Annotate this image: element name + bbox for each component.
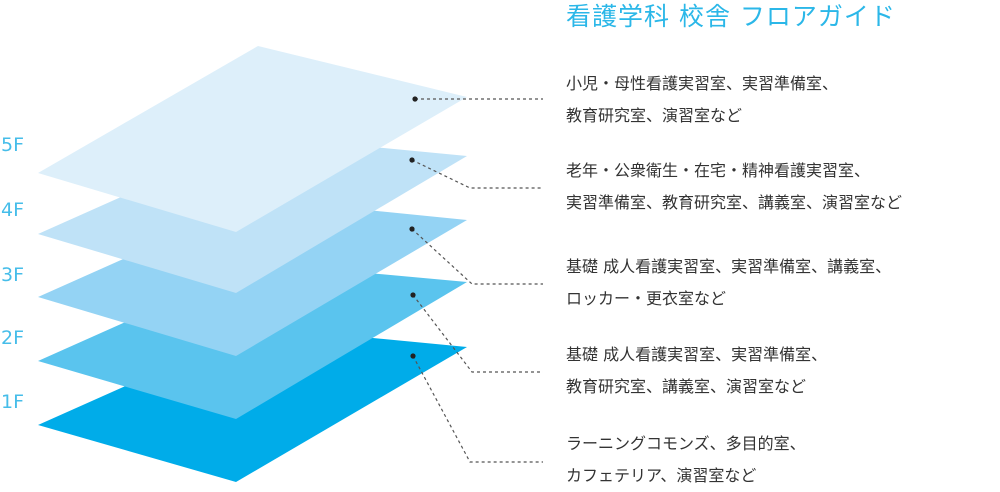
floor-label-2f: 2F bbox=[1, 327, 25, 349]
floor-description-line: 老年・公衆衛生・在宅・精神看護実習室、 bbox=[566, 161, 871, 180]
leader-dot-3f bbox=[409, 226, 415, 232]
floor-label-5f: 5F bbox=[1, 134, 25, 156]
leader-dot-2f bbox=[410, 292, 416, 298]
floor-label-1f: 1F bbox=[1, 391, 25, 413]
floor-description-2f: 基礎 成人看護実習室、実習準備室、 教育研究室、講義室、演習室など bbox=[566, 339, 998, 403]
leader-line-1f bbox=[412, 355, 543, 463]
floor-description-line: 基礎 成人看護実習室、実習準備室、講義室、 bbox=[566, 257, 892, 276]
leader-line-2f bbox=[412, 294, 543, 373]
floor-description-1f: ラーニングコモンズ、多目的室、 カフェテリア、演習室など bbox=[566, 428, 998, 492]
floor-description-line: カフェテリア、演習室など bbox=[566, 466, 757, 485]
floor-description-4f: 老年・公衆衛生・在宅・精神看護実習室、 実習準備室、教育研究室、講義室、演習室な… bbox=[566, 155, 998, 219]
floor-description-3f: 基礎 成人看護実習室、実習準備室、講義室、 ロッカー・更衣室など bbox=[566, 251, 998, 315]
page-title: 看護学科 校舎 フロアガイド bbox=[566, 2, 896, 31]
floor-description-line: 教育研究室、演習室など bbox=[566, 106, 743, 125]
floor-label-4f: 4F bbox=[1, 199, 25, 221]
leader-dot-1f bbox=[410, 353, 416, 359]
floor-description-line: 小児・母性看護実習室、実習準備室、 bbox=[566, 74, 839, 93]
floor-description-5f: 小児・母性看護実習室、実習準備室、 教育研究室、演習室など bbox=[566, 68, 998, 132]
leader-line-3f bbox=[411, 228, 543, 285]
floor-description-line: 基礎 成人看護実習室、実習準備室、 bbox=[566, 345, 828, 364]
floor-label-3f: 3F bbox=[1, 264, 25, 286]
floor-description-line: ラーニングコモンズ、多目的室、 bbox=[566, 434, 806, 453]
floor-description-line: 実習準備室、教育研究室、講義室、演習室など bbox=[566, 193, 903, 212]
leader-dot-5f bbox=[412, 96, 418, 102]
floor-description-line: 教育研究室、講義室、演習室など bbox=[566, 377, 807, 396]
leader-dot-4f bbox=[409, 157, 415, 163]
floor-description-line: ロッカー・更衣室など bbox=[566, 289, 727, 308]
floor-plate-5f bbox=[38, 46, 467, 232]
